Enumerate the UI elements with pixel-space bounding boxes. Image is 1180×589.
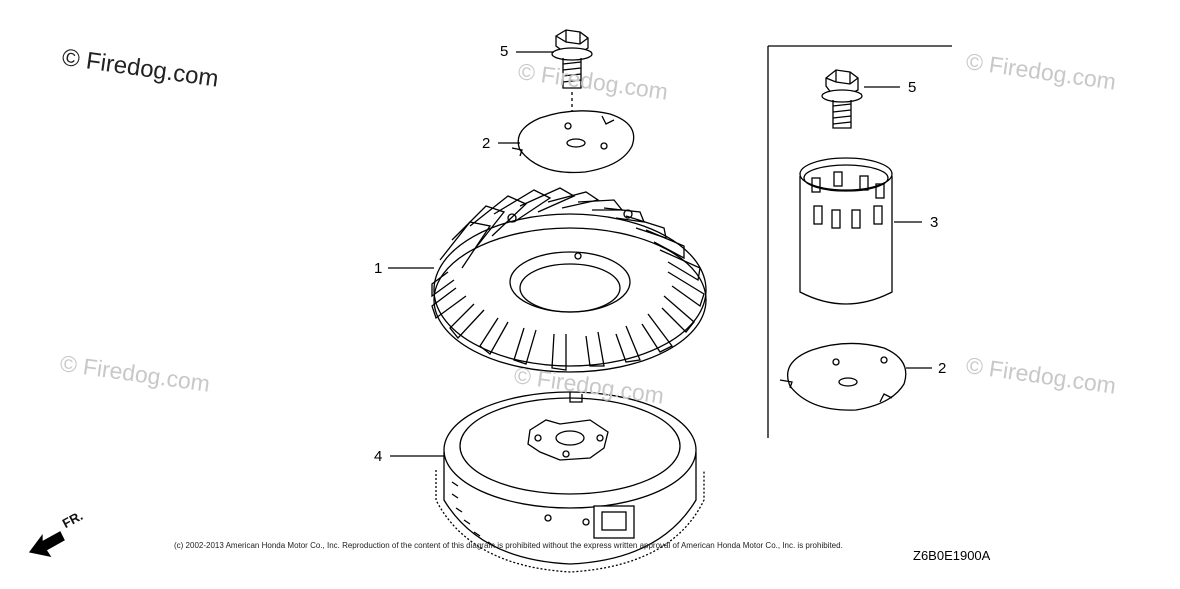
- starter-collar: [799, 157, 893, 305]
- starter-pulley-plate-left: [511, 110, 635, 174]
- front-direction-arrow: [28, 531, 65, 557]
- flange-bolt-left: [551, 29, 593, 89]
- callout-5-left: 5: [500, 43, 509, 60]
- callout-2-left: 2: [482, 135, 491, 152]
- callout-5-right: 5: [908, 79, 917, 96]
- copyright-footer: (c) 2002-2013 American Honda Motor Co., …: [174, 541, 843, 550]
- callout-3: 3: [930, 214, 939, 231]
- callout-2-right: 2: [938, 360, 947, 377]
- flywheel: [435, 391, 705, 573]
- callout-4: 4: [374, 448, 383, 465]
- cooling-fan: [431, 187, 707, 373]
- starter-pulley-plate-right: [779, 342, 907, 411]
- diagram-code: Z6B0E1900A: [913, 548, 991, 563]
- callout-1: 1: [374, 260, 383, 277]
- flange-bolt-right: [821, 69, 863, 129]
